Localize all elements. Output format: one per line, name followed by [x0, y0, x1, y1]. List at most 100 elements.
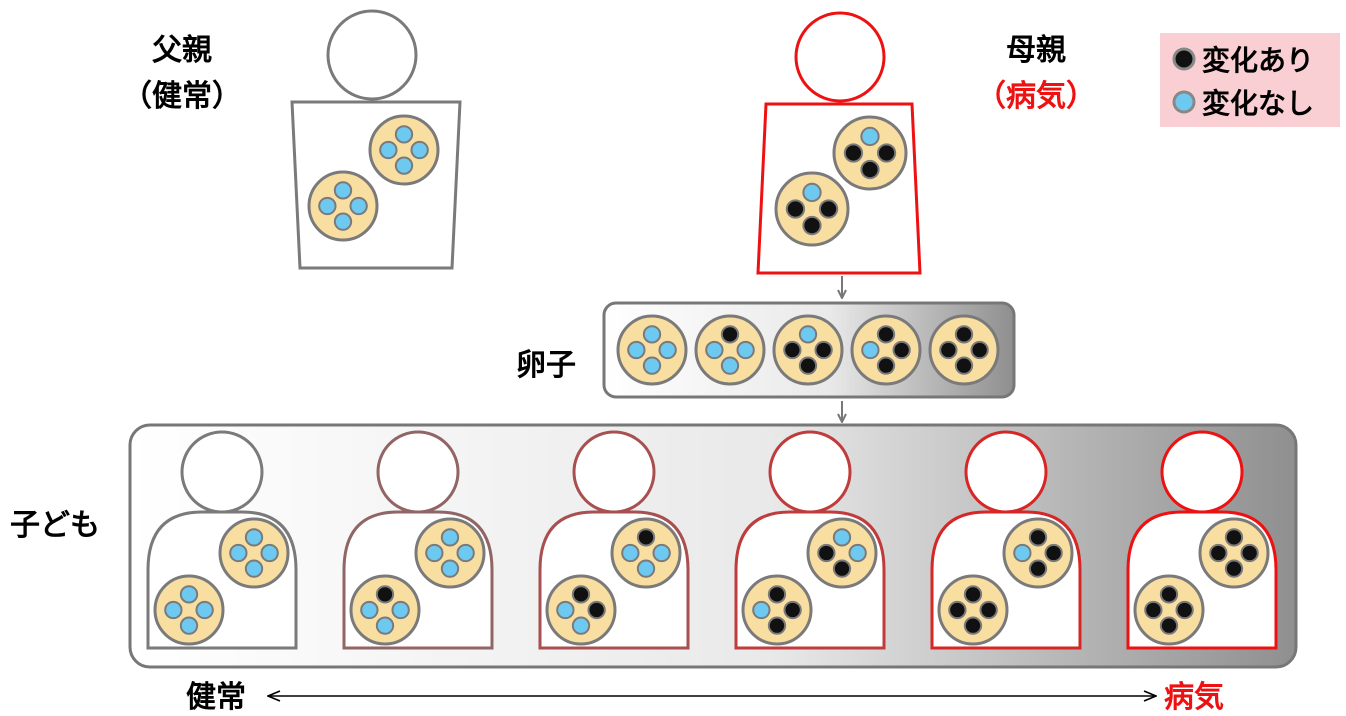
mutant-dna-dot: [954, 325, 974, 344]
normal-dna-dot: [394, 125, 414, 144]
mitochondrion-membrane: [616, 314, 688, 386]
mutant-dna-dot: [1175, 600, 1194, 620]
mutant-dna-dot: [860, 159, 880, 180]
mother-status: （病気）: [976, 79, 1096, 114]
mutant-dna-dot: [876, 325, 896, 344]
child-head: [180, 430, 264, 514]
father-name: 父親: [152, 33, 212, 68]
mutant-dna-dot: [1159, 585, 1179, 604]
normal-dna-dot: [802, 182, 822, 203]
normal-dna-dot: [318, 196, 337, 216]
mutant-dna-dot: [1159, 616, 1179, 635]
health-scale: 健常 病気: [186, 680, 1224, 715]
mitochondrion-membrane: [349, 574, 421, 646]
mutant-dna-dot: [375, 585, 395, 604]
normal-dna-dot: [349, 196, 368, 216]
mitochondrion: [414, 517, 486, 589]
mitochondrion: [610, 517, 682, 589]
mutant-dna-dot: [892, 340, 911, 360]
legend-normal-dot: [1172, 90, 1196, 114]
mitochondrion-membrane: [774, 171, 850, 247]
mitochondrion-membrane: [832, 115, 908, 191]
mitochondrion: [850, 314, 922, 386]
mitochondrion-membrane: [806, 517, 878, 589]
mutant-dna-dot: [636, 528, 656, 547]
mutant-dna-dot: [587, 600, 606, 620]
mutant-dna-dot: [1224, 559, 1244, 578]
child-head: [376, 430, 460, 514]
mitochondrion: [1002, 517, 1074, 589]
normal-dna-dot: [621, 543, 640, 563]
mitochondrion-membrane: [1002, 517, 1074, 589]
normal-dna-dot: [705, 340, 724, 360]
mitochondrion-membrane: [741, 574, 813, 646]
normal-dna-dot: [752, 600, 771, 620]
normal-dna-dot: [391, 600, 410, 620]
mitochondrion-membrane: [610, 517, 682, 589]
mitochondrion: [368, 114, 440, 186]
normal-dna-dot: [260, 543, 279, 563]
mutant-dna-dot: [817, 543, 836, 563]
mutant-dna-dot: [939, 340, 958, 360]
child-head: [572, 430, 656, 514]
mitochondrion: [616, 314, 688, 386]
scale-disease-label: 病気: [1164, 680, 1224, 715]
mutant-dna-dot: [818, 199, 839, 219]
scale-healthy-label: 健常: [186, 680, 246, 715]
normal-dna-dot: [333, 181, 353, 200]
normal-dna-dot: [195, 600, 214, 620]
child-figure: [342, 430, 494, 650]
mutant-dna-dot: [970, 340, 989, 360]
mitochondrion-membrane: [694, 314, 766, 386]
mutant-dna-dot: [1240, 543, 1259, 563]
normal-dna-dot: [375, 616, 395, 635]
normal-dna-dot: [179, 616, 199, 635]
normal-dna-dot: [394, 156, 414, 175]
normal-dna-dot: [379, 140, 398, 160]
mitochondrion: [153, 574, 225, 646]
mother-mitochondria: [774, 115, 908, 247]
mutant-dna-dot: [963, 616, 983, 635]
child-head: [964, 430, 1048, 514]
children-figures: [146, 430, 1278, 650]
mitochondrion: [349, 574, 421, 646]
mutant-dna-dot: [876, 356, 896, 375]
mitochondrion: [772, 314, 844, 386]
normal-dna-dot: [832, 528, 852, 547]
eggs-group: [602, 301, 1016, 399]
normal-dna-dot: [179, 585, 199, 604]
mitochondrion-membrane: [928, 314, 1000, 386]
normal-dna-dot: [425, 543, 444, 563]
legend-mutant-dot: [1172, 47, 1196, 71]
mutant-dna-dot: [1044, 543, 1063, 563]
mutant-dna-dot: [767, 585, 787, 604]
mutant-dna-dot: [720, 325, 740, 344]
father-head: [326, 9, 418, 101]
mitochondrion: [937, 574, 1009, 646]
mitochondrion: [741, 574, 813, 646]
normal-dna-dot: [860, 126, 880, 147]
mitochondrion: [218, 517, 290, 589]
mutant-dna-dot: [1028, 528, 1048, 547]
normal-dna-dot: [333, 212, 353, 231]
mutant-dna-dot: [948, 600, 967, 620]
mitochondrion-membrane: [307, 170, 379, 242]
normal-dna-dot: [848, 543, 867, 563]
mitochondrion-membrane: [772, 314, 844, 386]
mutant-dna-dot: [1028, 559, 1048, 578]
mitochondrion-membrane: [218, 517, 290, 589]
children-group: [128, 423, 1298, 669]
mitochondrion-membrane: [1198, 517, 1270, 589]
mutant-dna-dot: [1224, 528, 1244, 547]
child-figure: [930, 430, 1082, 650]
normal-dna-dot: [636, 559, 656, 578]
mitochondrion-membrane: [545, 574, 617, 646]
child-head: [768, 430, 852, 514]
egg-cells: [616, 314, 1000, 386]
normal-dna-dot: [229, 543, 248, 563]
child-figure: [1126, 430, 1278, 650]
mitochondrion: [1198, 517, 1270, 589]
normal-dna-dot: [627, 340, 646, 360]
mitochondrion-membrane: [153, 574, 225, 646]
